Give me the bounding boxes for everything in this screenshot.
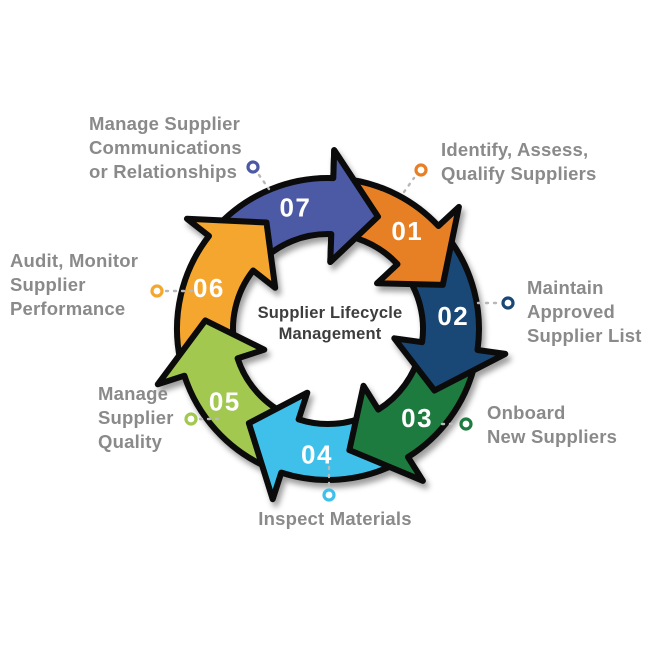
connector-dot-02 xyxy=(501,296,515,310)
connector-line-07 xyxy=(257,173,271,191)
connector-dot-04 xyxy=(322,488,336,502)
diagram-title: Supplier Lifecycle Management xyxy=(240,303,420,345)
label-line: Onboard xyxy=(487,402,566,423)
step-number-04: 04 xyxy=(301,440,333,470)
label-line: or Relationships xyxy=(89,161,238,182)
connector-dot-03 xyxy=(459,417,473,431)
label-line: Maintain xyxy=(527,277,604,298)
label-line: Performance xyxy=(10,298,126,319)
connector-line-01 xyxy=(402,176,416,194)
label-step-01: Identify, Assess, Qualify Suppliers xyxy=(441,138,597,186)
label-line: Communications xyxy=(89,137,242,158)
label-line: Manage xyxy=(98,383,169,404)
label-line: Quality xyxy=(98,431,163,452)
label-line: Supplier List xyxy=(527,325,642,346)
step-number-02: 02 xyxy=(437,301,469,331)
step-number-05: 05 xyxy=(209,386,241,416)
label-step-05: Manage Supplier Quality xyxy=(98,382,174,454)
arrow-head-overlay-outline xyxy=(327,147,381,265)
label-line: Supplier xyxy=(10,274,86,295)
label-step-07: Manage Supplier Communications or Relati… xyxy=(89,112,242,184)
connector-dot-07 xyxy=(246,160,260,174)
step-number-03: 03 xyxy=(401,403,433,433)
arrow-head-overlay xyxy=(330,150,378,262)
label-step-03: Onboard New Suppliers xyxy=(487,401,617,449)
title-line-2: Management xyxy=(278,325,382,343)
label-line: Manage Supplier xyxy=(89,113,241,134)
label-line: Qualify Suppliers xyxy=(441,163,597,184)
connector-dot-05 xyxy=(184,412,198,426)
label-step-06: Audit, Monitor Supplier Performance xyxy=(10,249,138,321)
connector-dot-06 xyxy=(150,284,164,298)
arrows-layer: 01 02 03 04 05 06 07 xyxy=(154,147,509,503)
label-line: New Suppliers xyxy=(487,426,618,447)
label-step-02: Maintain Approved Supplier List xyxy=(527,276,642,348)
markers-layer xyxy=(150,160,515,502)
connector-dot-01 xyxy=(414,163,428,177)
label-line: Inspect Materials xyxy=(258,508,412,529)
step-number-06: 06 xyxy=(193,273,225,303)
label-line: Approved xyxy=(527,301,615,322)
label-line: Audit, Monitor xyxy=(10,250,139,271)
label-line: Supplier xyxy=(98,407,174,428)
step-number-01: 01 xyxy=(391,216,423,246)
title-line-1: Supplier Lifecycle xyxy=(257,304,403,322)
step-number-07: 07 xyxy=(279,192,311,222)
label-line: Identify, Assess, xyxy=(441,139,589,160)
label-step-04: Inspect Materials xyxy=(245,507,425,531)
